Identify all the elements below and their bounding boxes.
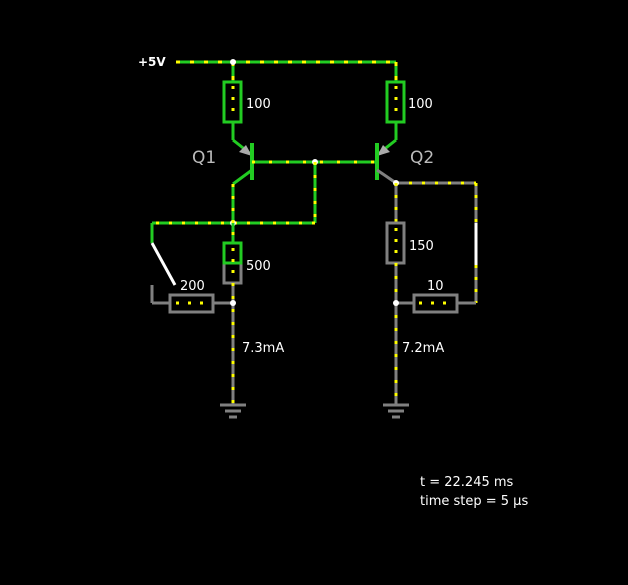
resistor-r2[interactable] xyxy=(385,80,406,124)
transistor-q2[interactable] xyxy=(375,138,397,185)
transistor-q1[interactable] xyxy=(232,138,254,186)
ground-right[interactable] xyxy=(383,403,409,419)
resistor-r1-value: 100 xyxy=(246,97,271,112)
resistor-r3[interactable] xyxy=(222,241,243,285)
ground-left[interactable] xyxy=(220,403,246,419)
sim-time: t = 22.245 ms xyxy=(420,475,514,490)
resistor-r5[interactable] xyxy=(385,221,406,265)
collector-wires[interactable] xyxy=(231,122,398,140)
resistor-r4-value: 200 xyxy=(180,279,205,294)
resistor-r6-value: 10 xyxy=(427,279,444,294)
resistor-r2-value: 100 xyxy=(408,97,433,112)
current-left: 7.3mA xyxy=(242,341,284,356)
resistor-r1[interactable] xyxy=(222,80,243,124)
resistor-r6[interactable] xyxy=(396,293,476,314)
supply-rail-wire[interactable] xyxy=(176,59,398,82)
current-right: 7.2mA xyxy=(402,341,444,356)
resistor-r5-value: 150 xyxy=(409,239,434,254)
sim-time-step: time step = 5 µs xyxy=(420,494,528,509)
transistor-q1-label: Q1 xyxy=(192,148,216,168)
right-ground-wire[interactable] xyxy=(393,263,399,404)
transistor-q2-label: Q2 xyxy=(410,148,434,168)
base-wire[interactable] xyxy=(152,159,377,226)
supply-label: +5V xyxy=(138,55,166,69)
resistor-r3-value: 500 xyxy=(246,259,271,274)
q2-emitter-wire[interactable] xyxy=(393,180,478,223)
resistor-r4[interactable] xyxy=(168,293,233,314)
left-ground-wire[interactable] xyxy=(230,283,236,404)
switch[interactable] xyxy=(150,223,177,305)
